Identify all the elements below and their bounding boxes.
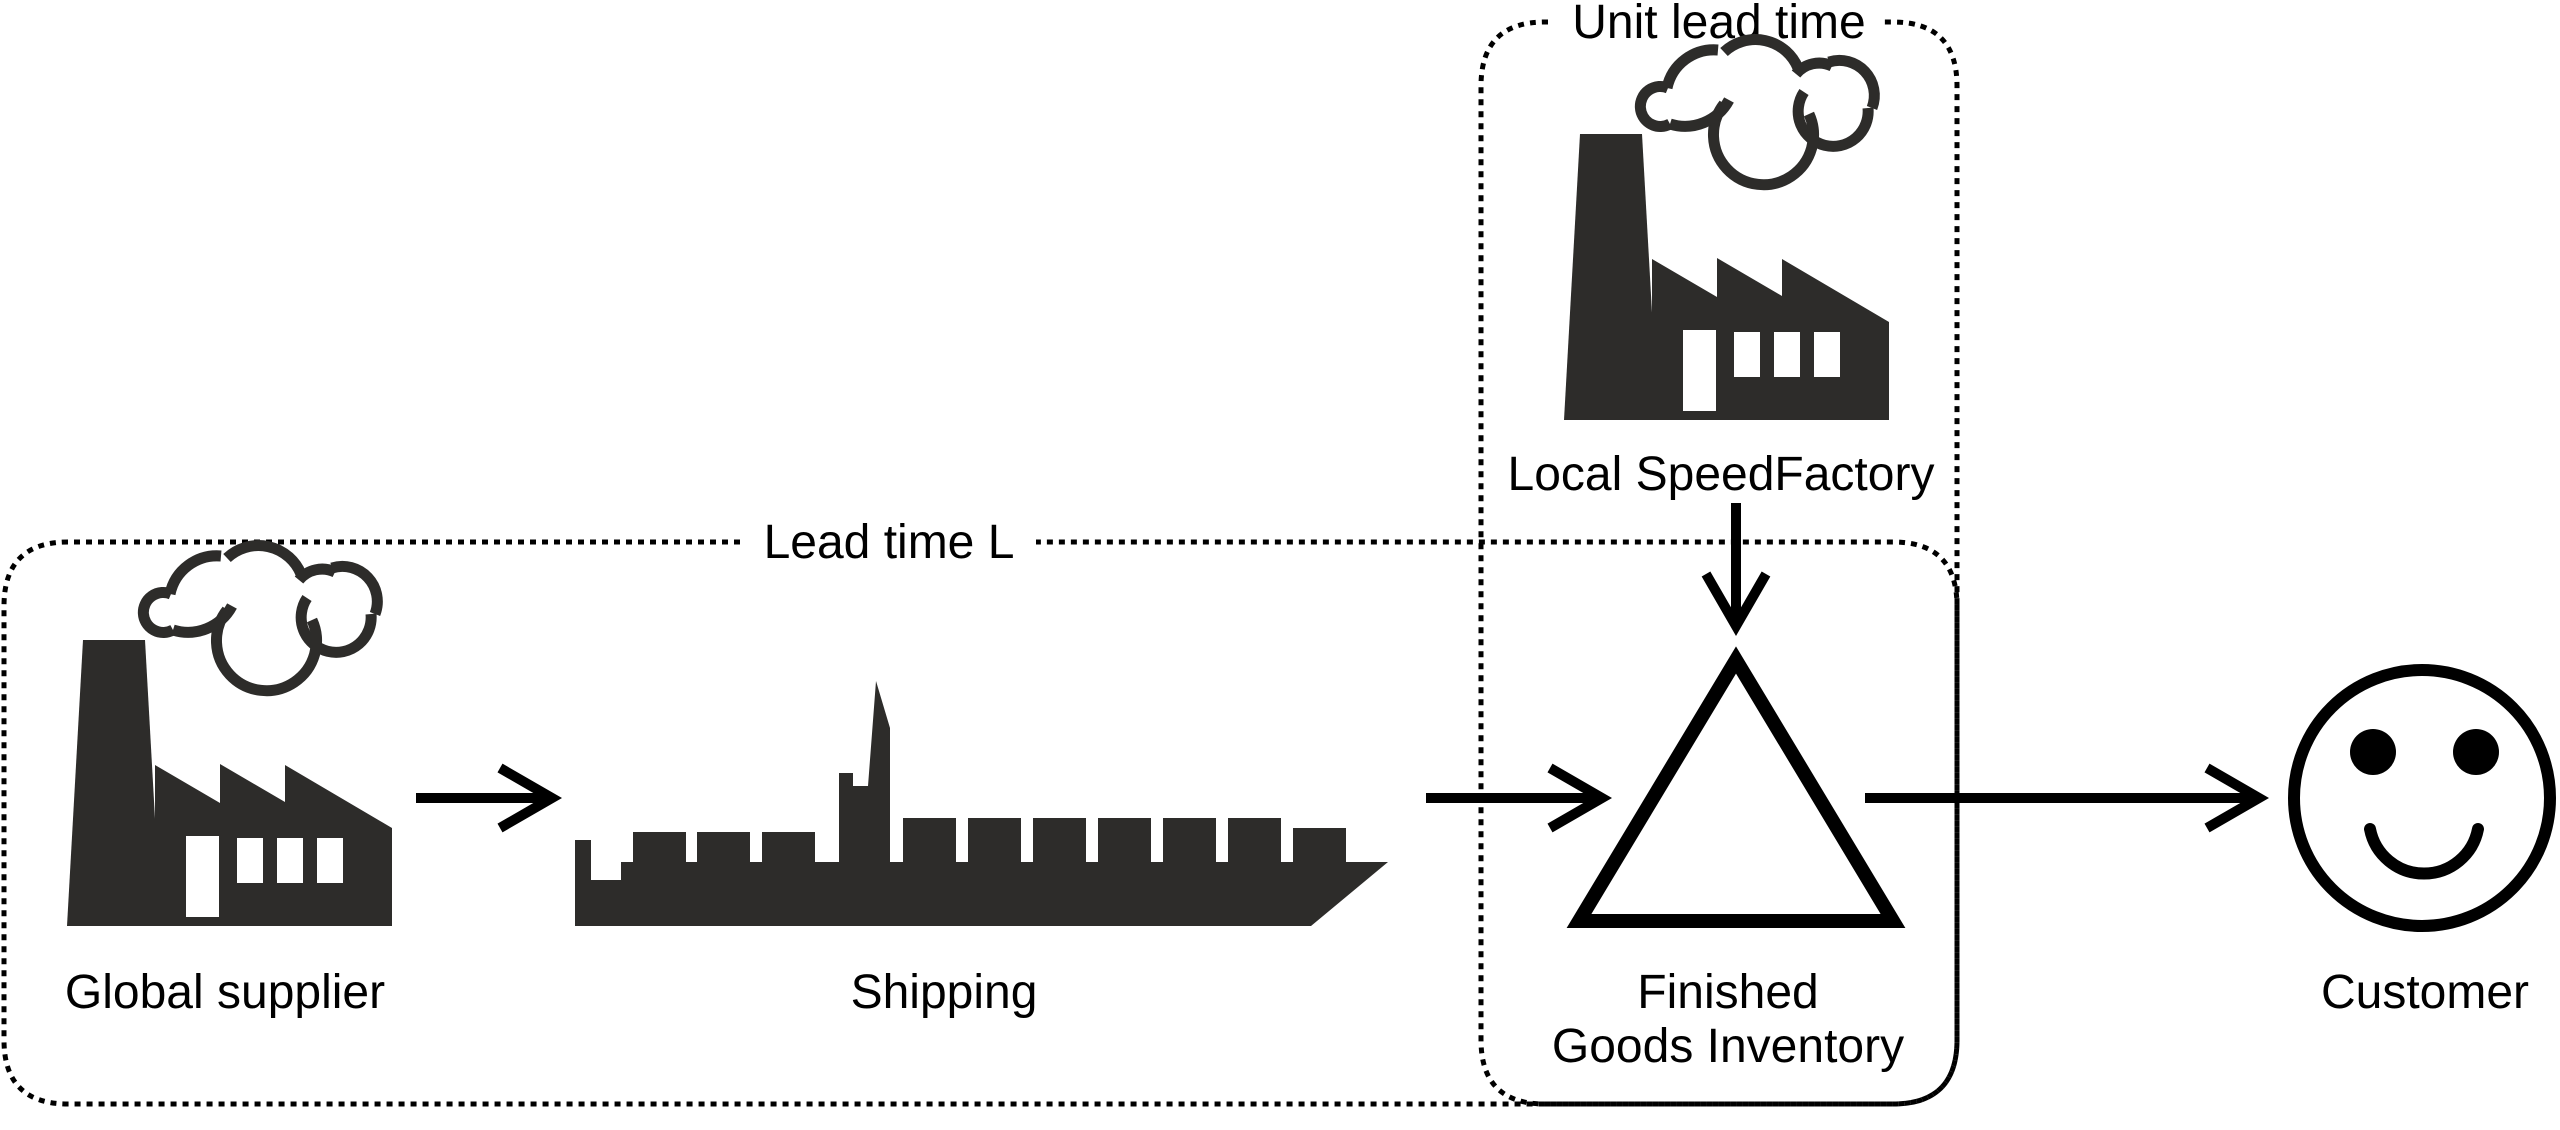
lead-time-box	[1, 539, 1960, 1107]
inventory-label-line2: Goods Inventory	[1552, 1020, 1904, 1073]
arrow-inventory-to-customer	[1865, 763, 2270, 833]
ship-icon	[575, 681, 1388, 926]
customer-node: Customer	[2288, 664, 2556, 1019]
shipping-node: Shipping	[575, 681, 1388, 1019]
customer-label: Customer	[2321, 966, 2529, 1019]
smiley-face-icon	[2288, 664, 2556, 932]
unit-lead-time-label-bg	[1560, 0, 1878, 49]
lead-time-label: Lead time L	[764, 516, 1015, 569]
arrow-supplier-to-shipping	[416, 763, 563, 833]
global-supplier-label: Global supplier	[65, 966, 385, 1019]
local-speedfactory-label: Local SpeedFactory	[1508, 448, 1935, 501]
unit-lead-time-label: Unit lead time	[1572, 0, 1865, 49]
arrow-factory-to-inventory	[1701, 503, 1771, 637]
inventory-node: Finished Goods Inventory	[1552, 646, 1906, 1073]
lead-time-label-bg	[751, 516, 1027, 569]
triangle-inventory-icon	[1566, 646, 1906, 928]
factory-icon	[67, 546, 392, 926]
factory-icon	[1564, 40, 1889, 420]
lead-time-group: Lead time L	[1, 516, 1960, 1107]
arrow-shipping-to-inventory	[1426, 763, 1613, 833]
unit-lead-time-group: Unit lead time	[1478, 0, 1960, 1107]
unit-lead-time-box	[1478, 19, 1960, 1107]
local-speedfactory-node: Local SpeedFactory	[1508, 40, 1935, 501]
global-supplier-node: Global supplier	[65, 546, 392, 1019]
shipping-label: Shipping	[851, 966, 1038, 1019]
inventory-label-line1: Finished	[1637, 966, 1818, 1019]
